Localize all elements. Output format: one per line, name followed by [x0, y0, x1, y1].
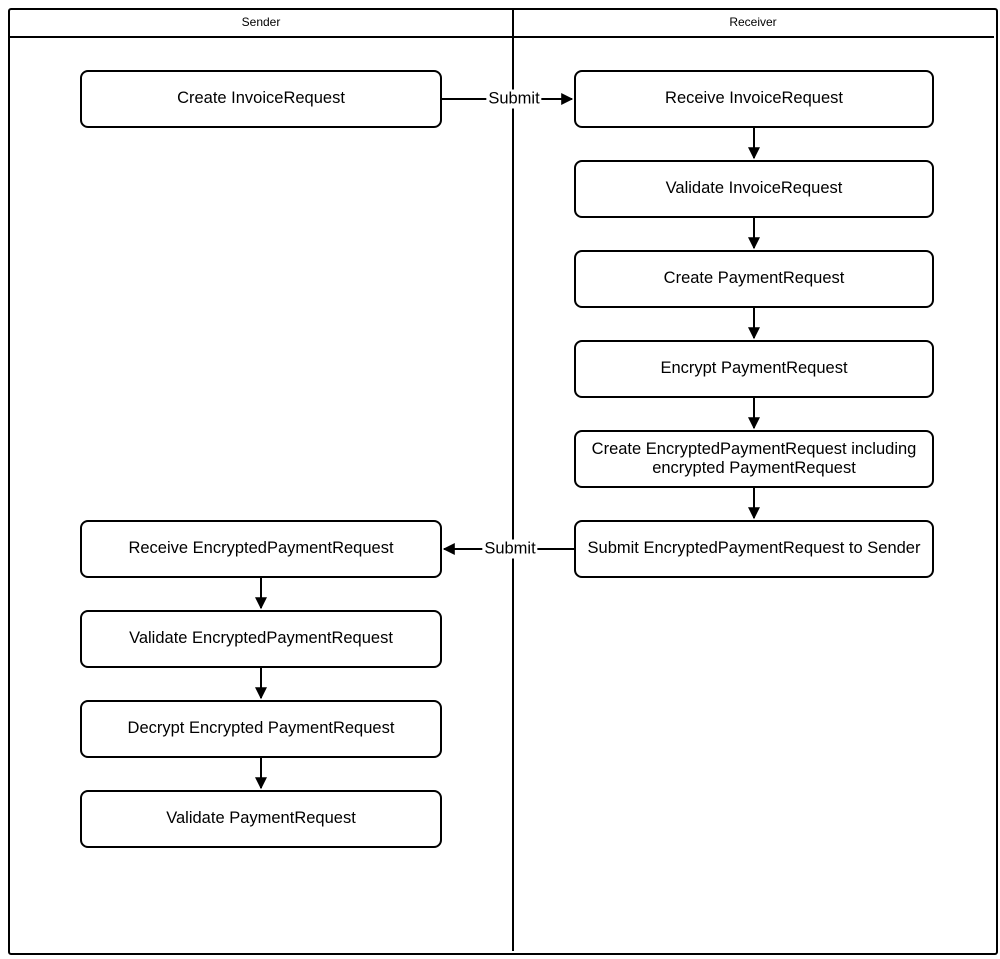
node-validate-encrypted-payment-request: Validate EncryptedPaymentRequest: [80, 610, 442, 668]
node-validate-payment-request: Validate PaymentRequest: [80, 790, 442, 848]
node-create-invoice-request: Create InvoiceRequest: [80, 70, 442, 128]
edge-label-submit-invoice: Submit: [486, 89, 542, 109]
lane-header-sender: Sender: [10, 8, 512, 36]
node-receive-invoice-request: Receive InvoiceRequest: [574, 70, 934, 128]
node-label: Create InvoiceRequest: [177, 89, 345, 108]
node-label: Receive EncryptedPaymentRequest: [128, 539, 394, 558]
node-create-encrypted-payment-request: Create EncryptedPaymentRequest including…: [574, 430, 934, 488]
node-label: Encrypt PaymentRequest: [660, 359, 848, 378]
lane-header-receiver-label: Receiver: [729, 15, 777, 29]
node-receive-encrypted-payment-request: Receive EncryptedPaymentRequest: [80, 520, 442, 578]
node-label: Submit EncryptedPaymentRequest to Sender: [587, 539, 921, 558]
node-create-payment-request: Create PaymentRequest: [574, 250, 934, 308]
lane-divider: [512, 8, 514, 951]
edge-label-submit-encrypted: Submit: [482, 539, 538, 559]
node-label: Receive InvoiceRequest: [665, 89, 843, 108]
node-validate-invoice-request: Validate InvoiceRequest: [574, 160, 934, 218]
node-label: Validate EncryptedPaymentRequest: [129, 629, 393, 648]
lane-header-rule: [8, 36, 994, 38]
node-encrypt-payment-request: Encrypt PaymentRequest: [574, 340, 934, 398]
lane-header-sender-label: Sender: [241, 15, 281, 29]
node-decrypt-encrypted-payment-request: Decrypt Encrypted PaymentRequest: [80, 700, 442, 758]
node-label: Decrypt Encrypted PaymentRequest: [127, 719, 395, 738]
node-label: Create PaymentRequest: [663, 269, 845, 288]
node-label: Validate InvoiceRequest: [665, 179, 843, 198]
node-label: Validate PaymentRequest: [166, 809, 356, 828]
node-submit-encrypted-payment-request: Submit EncryptedPaymentRequest to Sender: [574, 520, 934, 578]
lane-header-receiver: Receiver: [514, 8, 992, 36]
node-label: Create EncryptedPaymentRequest including…: [591, 439, 917, 477]
